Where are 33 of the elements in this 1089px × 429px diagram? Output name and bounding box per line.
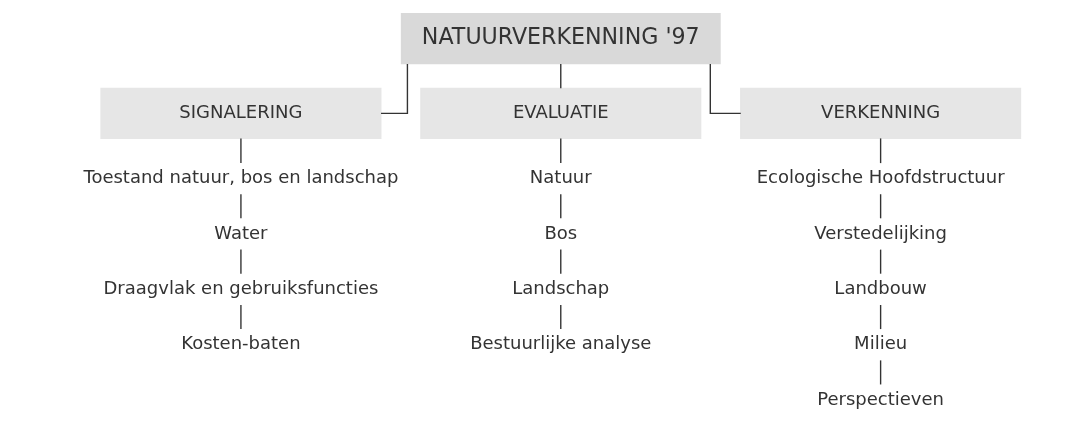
connector [879, 359, 882, 386]
node-text: Bos [544, 221, 578, 243]
connector [560, 193, 562, 219]
connector [879, 137, 882, 164]
connector [240, 193, 242, 219]
node-box: NATUURVERKENNING '97 [400, 13, 721, 65]
connector [879, 304, 882, 330]
node-box: EVALUATIE [420, 87, 702, 140]
node-text: Kosten-baten [181, 332, 301, 354]
node-box: VERKENNING [740, 87, 1022, 140]
connector [879, 248, 882, 275]
connector [240, 304, 242, 330]
node-text: Milieu [854, 332, 908, 354]
node-text: Landbouw [834, 276, 927, 298]
connector [240, 137, 242, 164]
node-text: Toestand natuur, bos en landschap [83, 166, 399, 188]
node-text: Verstedelijking [814, 221, 947, 243]
node-text: Natuur [529, 166, 592, 188]
node-text: Ecologische Hoofdstructuur [756, 166, 1005, 188]
node-box: SIGNALERING [100, 87, 382, 140]
connector [380, 63, 409, 115]
connector [240, 248, 242, 275]
connector [560, 63, 562, 89]
node-text: Landschap [512, 276, 610, 298]
connector [879, 193, 882, 219]
connector [560, 248, 562, 275]
node-text: Water [214, 221, 268, 243]
node-text: Bestuurlijke analyse [470, 332, 652, 354]
node-text: Draagvlak en gebruiksfuncties [103, 276, 379, 298]
connector [560, 137, 562, 164]
connector [560, 304, 562, 330]
node-text: Perspectieven [817, 387, 944, 409]
connector [709, 63, 742, 115]
